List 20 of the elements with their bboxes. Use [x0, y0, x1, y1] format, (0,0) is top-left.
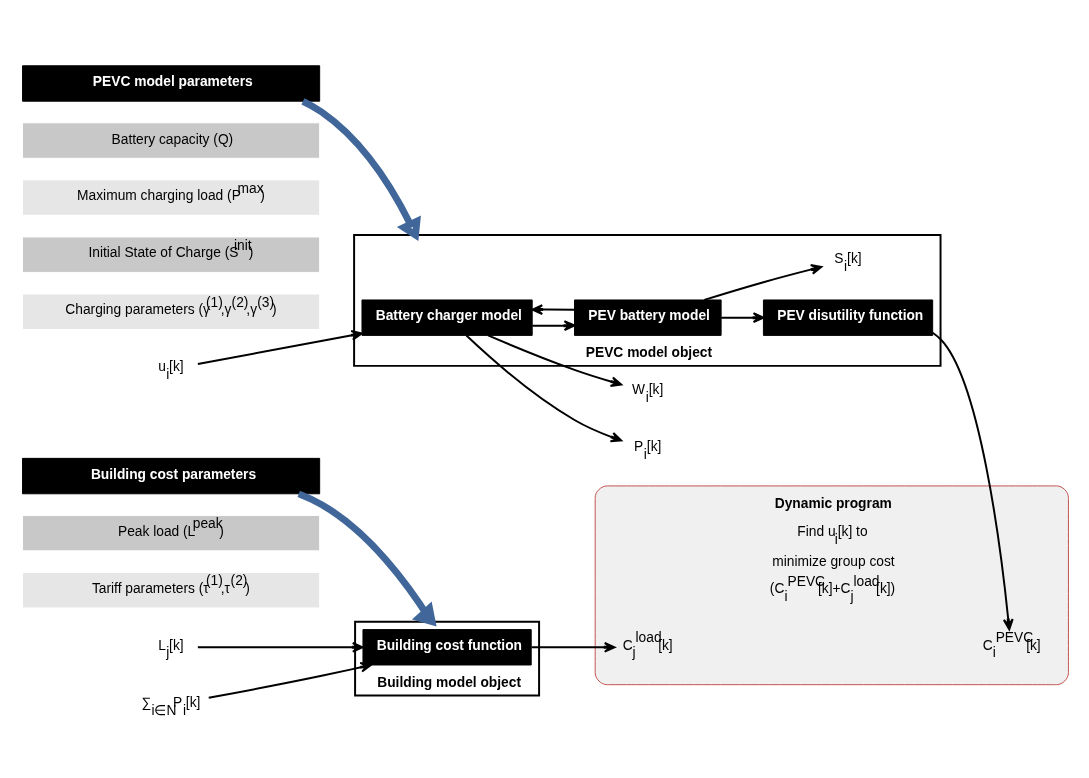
node-box: Building cost parameters	[22, 457, 321, 495]
arrow	[487, 334, 623, 387]
arrow	[465, 334, 623, 443]
arrow	[931, 331, 1014, 631]
arrow	[196, 329, 363, 365]
arrow	[196, 641, 364, 653]
arrow	[720, 312, 765, 324]
arrow	[531, 320, 576, 332]
arrow	[530, 641, 616, 653]
arrow	[297, 490, 437, 627]
node-box: Building cost function	[362, 629, 532, 666]
arrow	[531, 304, 576, 315]
arrow	[301, 98, 421, 241]
node-box: Battery capacity (Q)	[22, 122, 321, 159]
node-box: Battery charger model	[361, 299, 533, 336]
node-box: PEV battery model	[574, 299, 722, 336]
node-box: PEVC model parameters	[22, 65, 321, 102]
arrow	[207, 661, 372, 699]
arrow	[703, 264, 823, 301]
node-box: PEV disutility function	[762, 299, 934, 336]
